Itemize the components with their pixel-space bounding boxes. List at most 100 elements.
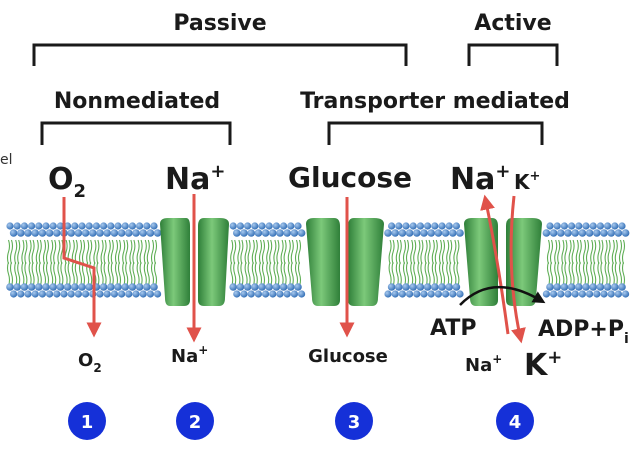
lipid-head <box>445 222 453 230</box>
lipid-head <box>42 283 50 291</box>
nonmediated-bracket <box>40 121 232 145</box>
lipid-head <box>128 222 136 230</box>
lipid-head <box>9 229 18 237</box>
lipid-head <box>560 222 569 230</box>
lipid-head <box>395 283 403 291</box>
step-badge-2: 2 <box>176 402 214 440</box>
lipid-head <box>13 222 21 230</box>
active-bracket <box>467 43 559 66</box>
lipid-tail <box>568 239 575 287</box>
lipid-head <box>81 229 90 237</box>
step-number-1: 1 <box>81 412 94 433</box>
k-pump-arrow <box>509 195 526 344</box>
lipid-head <box>71 222 79 230</box>
lipid-head <box>96 229 104 237</box>
lipid-tail <box>21 239 28 287</box>
lipid-head <box>391 290 399 298</box>
lipid-head <box>456 290 464 298</box>
lipid-head <box>247 229 255 237</box>
lipid-head <box>593 229 601 237</box>
lipid-tail <box>402 239 410 287</box>
lipid-head <box>441 229 450 237</box>
lipid-head <box>571 290 579 298</box>
lipid-head <box>229 222 237 230</box>
lipid-head <box>110 229 119 237</box>
lipid-head <box>542 290 551 298</box>
lipid-head <box>103 290 111 298</box>
lipid-head <box>143 283 151 291</box>
lipid-head <box>244 222 252 230</box>
lipid-head <box>287 283 295 291</box>
lipid-head <box>589 222 597 230</box>
step-number-3: 3 <box>348 412 361 433</box>
o2-bottom-label: O2 <box>78 350 102 375</box>
lipid-head <box>132 229 140 237</box>
lipid-head <box>46 290 54 298</box>
lipid-head <box>229 283 237 291</box>
lipid-tail <box>28 239 35 287</box>
lipid-head <box>146 290 154 298</box>
lipid-head <box>553 283 561 291</box>
lipid-head <box>585 229 594 237</box>
lipid-head <box>114 222 122 230</box>
lipid-head <box>125 290 133 298</box>
na-top-active-label: Na+ <box>450 161 510 197</box>
lipid-head <box>456 229 464 237</box>
transporter-protein-glucose <box>306 218 384 306</box>
lipid-head <box>287 222 295 230</box>
lipid-head <box>233 229 241 237</box>
lipid-tail <box>86 239 93 287</box>
lipid-head <box>438 222 446 230</box>
lipid-head <box>452 283 461 291</box>
step-badge-1: 1 <box>68 402 106 440</box>
lipid-head <box>416 283 425 291</box>
lipid-head <box>64 222 72 230</box>
lipid-head <box>290 229 299 237</box>
lipid-head <box>135 283 144 291</box>
lipid-head <box>398 229 407 237</box>
lipid-head <box>71 283 79 291</box>
lipid-tail <box>611 239 618 287</box>
lipid-head <box>420 290 428 298</box>
na-bottom-label: Na+ <box>171 343 208 367</box>
lipid-tail <box>107 239 114 287</box>
lipid-tail <box>554 239 561 287</box>
lipid-head <box>143 222 151 230</box>
lipid-head <box>294 283 302 291</box>
lipid-tail <box>93 239 100 287</box>
lipid-head <box>276 229 284 237</box>
lipid-head <box>45 229 54 237</box>
lipid-tail <box>561 239 568 287</box>
lipid-head <box>578 290 587 298</box>
lipid-head <box>146 229 155 237</box>
lipid-head <box>578 229 587 237</box>
lipid-head <box>92 222 100 230</box>
lipid-head <box>431 283 439 291</box>
lipid-tail <box>258 239 266 287</box>
lipid-tail <box>6 239 14 287</box>
lipid-head <box>409 222 417 230</box>
lipid-tail <box>597 239 604 287</box>
lipid-head <box>60 290 68 298</box>
lipid-head <box>402 222 410 230</box>
lipid-tail <box>280 239 287 287</box>
lipid-head <box>420 229 428 237</box>
step-badge-4: 4 <box>496 402 534 440</box>
lipid-tail <box>14 239 21 287</box>
lipid-head <box>99 283 108 291</box>
lipid-head <box>49 283 57 291</box>
lipid-head <box>49 222 57 230</box>
lipid-head <box>258 222 266 230</box>
lipid-tail <box>230 239 237 287</box>
lipid-head <box>38 290 47 298</box>
lipid-head <box>607 229 615 237</box>
o2-diffusion-arrow <box>62 197 102 338</box>
lipid-tail <box>575 239 582 287</box>
lipid-head <box>82 290 90 298</box>
lipid-head <box>272 283 281 291</box>
lipid-head <box>621 229 630 237</box>
lipid-head <box>586 290 594 298</box>
lipid-head <box>103 229 111 237</box>
lipid-head <box>294 222 302 230</box>
lipid-head <box>78 283 86 291</box>
